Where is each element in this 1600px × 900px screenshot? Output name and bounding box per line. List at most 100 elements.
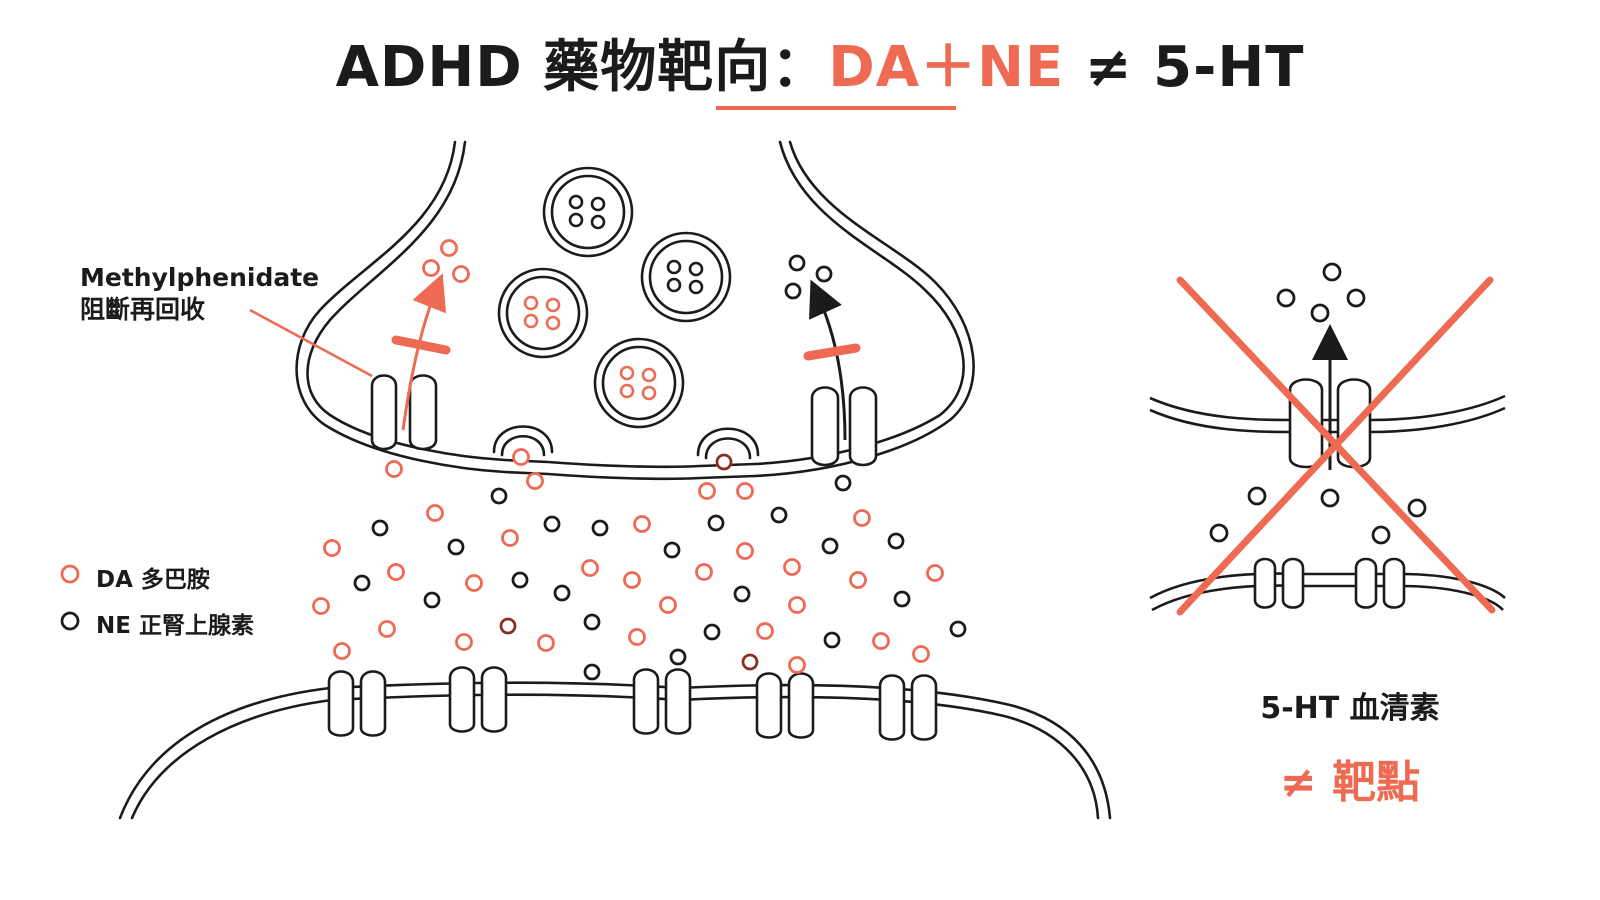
ne-molecule [707, 514, 725, 532]
ne-molecule [371, 519, 389, 537]
ne-molecule [733, 585, 751, 603]
da-transporter-left-half [370, 374, 398, 451]
da-molecule [695, 563, 713, 581]
da-molecule [788, 596, 806, 614]
vesicle-inner-wall [505, 275, 581, 351]
ne-molecule [703, 623, 721, 641]
da-molecule [756, 622, 774, 640]
title-suffix: ≠ 5-HT [1064, 35, 1305, 100]
da-molecule [426, 504, 444, 522]
serotonin-molecule [1320, 488, 1340, 508]
methylphenidate-annotation: Methylphenidate 阻斷再回收 [80, 262, 319, 326]
da-molecule [912, 645, 930, 663]
serotonin-molecule [1322, 262, 1342, 282]
presynaptic-membrane-outer [306, 140, 965, 469]
serotonin-label: 5-HT 血清素 [1260, 691, 1440, 726]
serotonin-receptor [1253, 557, 1305, 609]
drug-action: 阻斷再回收 [80, 295, 206, 324]
ne-molecule [669, 648, 687, 666]
ne-molecule [591, 519, 609, 537]
postsynaptic-receptor [878, 674, 938, 741]
da-molecule [378, 620, 396, 638]
da-molecule [926, 564, 944, 582]
da-molecule [659, 596, 677, 614]
annotation-pointer [249, 308, 373, 378]
da-molecule [619, 365, 635, 381]
legend-da-label: DA 多巴胺 [96, 567, 210, 593]
da-molecule [741, 653, 759, 671]
ne-molecule [821, 537, 839, 555]
da-molecule [422, 259, 440, 277]
da-molecule [715, 453, 733, 471]
serotonin-molecule [1346, 288, 1366, 308]
presynaptic-membrane-inner [295, 140, 975, 481]
da-reuptake-arrow [401, 273, 447, 431]
da-molecule [581, 559, 599, 577]
rejection-cross-stroke-2 [1176, 276, 1494, 616]
da-molecule [783, 558, 801, 576]
serotonin-molecule [1407, 498, 1427, 518]
postsynaptic-receptor [327, 670, 387, 737]
da-molecule [872, 632, 890, 650]
serotonin-molecule [1310, 303, 1330, 323]
da-molecule [623, 571, 641, 589]
legend-ne-marker [60, 611, 80, 631]
ne-molecule [590, 214, 606, 230]
serotonin-molecule [1247, 486, 1267, 506]
ne-molecule [887, 532, 905, 550]
postsynaptic-membrane-inner [130, 693, 1100, 820]
ne-molecule [568, 194, 584, 210]
da-molecule [736, 542, 754, 560]
ne-molecule [784, 282, 802, 300]
ne-molecule [447, 538, 465, 556]
da-molecule [545, 315, 561, 331]
da-block-bar [391, 335, 451, 355]
ne-molecule [788, 254, 806, 272]
ne-molecule [688, 279, 704, 295]
ne-molecule [490, 487, 508, 505]
release-pore-left-inner [500, 434, 546, 457]
ne-molecule [511, 571, 529, 589]
vesicle-inner-wall [550, 174, 626, 250]
da-molecule [523, 295, 539, 311]
da-molecule [465, 574, 483, 592]
vesicle-ne-top [542, 166, 634, 258]
diagram-title: ADHD 藥物靶向：DA＋NE ≠ 5-HT [0, 22, 1600, 103]
serotonin-molecule [1209, 523, 1229, 543]
ne-molecule [590, 196, 606, 212]
da-molecule [455, 633, 473, 651]
da-molecule [312, 597, 330, 615]
serotonin-receptor [1354, 557, 1406, 609]
title-accent: DA＋NE [828, 35, 1065, 100]
serotonin-pre-membrane-outer [1149, 394, 1506, 422]
ne-reuptake-arrow [809, 279, 847, 441]
vesicle-inner-wall [648, 239, 724, 315]
da-molecule [641, 367, 657, 383]
postsynaptic-receptor [448, 666, 508, 733]
release-pore-right [696, 427, 760, 457]
vesicle-inner-wall [601, 345, 677, 421]
da-molecule [501, 529, 519, 547]
da-molecule [849, 571, 867, 589]
ne-molecule [666, 259, 682, 275]
ne-molecule [353, 574, 371, 592]
da-molecule [512, 448, 530, 466]
da-molecule [452, 265, 470, 283]
da-molecule [736, 482, 754, 500]
da-molecule [619, 383, 635, 399]
ne-molecule [543, 515, 561, 533]
da-molecule [499, 617, 517, 635]
ne-molecule [770, 506, 788, 524]
da-molecule [641, 385, 657, 401]
vesicle-ne-right [640, 231, 732, 323]
legend-da-marker [60, 564, 80, 584]
title-underline [716, 106, 956, 110]
ne-molecule [583, 663, 601, 681]
da-molecule [333, 642, 351, 660]
postsynaptic-receptor [632, 668, 692, 735]
ne-molecule [893, 590, 911, 608]
ne-transporter-left-half [810, 386, 840, 467]
legend-ne-label: NE 正腎上腺素 [96, 613, 254, 639]
ne-block-bar [803, 343, 861, 361]
